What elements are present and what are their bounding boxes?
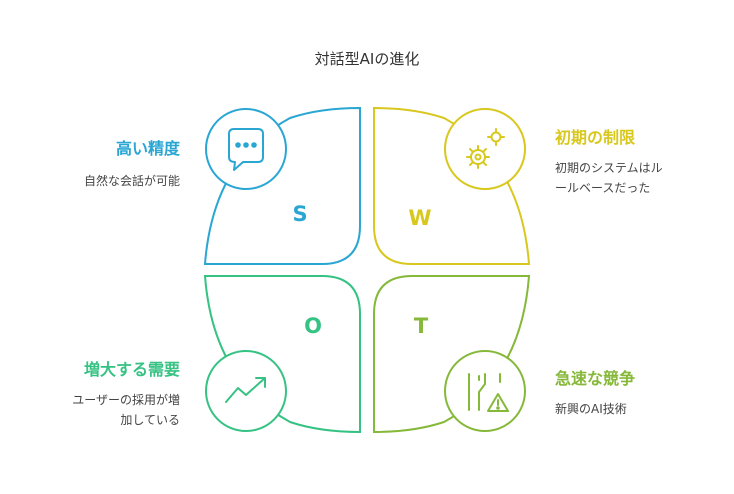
quadrant-o-heading: 増大する需要 — [83, 360, 180, 379]
trend-up-icon — [225, 377, 266, 403]
quadrant-o-shape — [203, 275, 361, 434]
quadrant-w: W — [373, 106, 531, 265]
quadrant-o-description: ユーザーの採用が増 加している — [20, 390, 180, 430]
description-line: 加している — [120, 413, 180, 427]
quadrant-t-description: 新興のAI技術 — [555, 399, 695, 419]
quadrant-s-heading: 高い精度 — [115, 139, 180, 158]
quadrant-w-heading: 初期の制限 — [555, 128, 636, 147]
description-line: 自然な会話が可能 — [83, 174, 180, 188]
quadrant-o-letter: O — [304, 314, 322, 338]
quadrant-s: S — [203, 106, 361, 265]
quadrant-w-description: 初期のシステムはル ールベースだった — [555, 158, 695, 198]
description-line: ールベースだった — [555, 181, 651, 195]
quadrant-t-letter: T — [414, 314, 429, 338]
quadrant-s-icon-circle — [205, 108, 287, 190]
quadrant-t-heading: 急速な競争 — [555, 369, 636, 388]
gears-icon — [466, 128, 505, 169]
description-line: ユーザーの採用が増 — [72, 393, 180, 407]
diagram-title: 対話型AIの進化 — [314, 50, 420, 68]
chat-bubble-icon — [228, 128, 264, 171]
quadrant-o-icon-circle — [205, 350, 287, 432]
quadrant-s-description: 自然な会話が可能 — [20, 171, 180, 191]
quadrant-w-shape — [373, 106, 531, 265]
description-line: 初期のシステムはル — [555, 161, 663, 175]
quadrant-s-letter: S — [292, 202, 307, 226]
quadrant-t-icon-circle — [444, 350, 526, 432]
quadrant-s-shape — [203, 106, 361, 265]
quadrant-t: T — [373, 275, 531, 434]
description-line: 新興のAI技術 — [555, 402, 627, 416]
road-warning-icon — [468, 373, 509, 412]
quadrant-w-letter: W — [408, 206, 431, 230]
quadrant-o: O — [203, 275, 361, 434]
quadrant-t-shape — [373, 275, 531, 434]
